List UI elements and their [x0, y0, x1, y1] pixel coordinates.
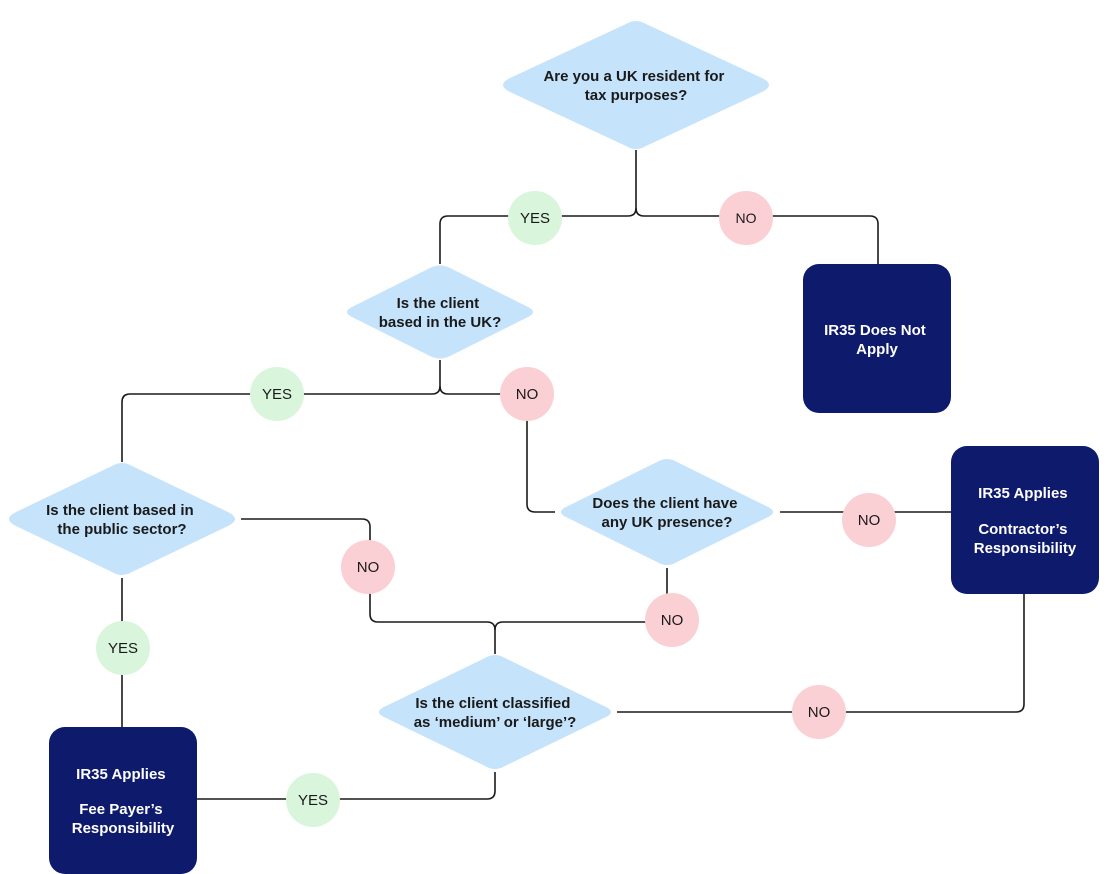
decision-public-sector-line-1: Is the client based in: [46, 502, 194, 519]
connector-public-no: [241, 518, 496, 654]
result-fee-payer-line-3: Fee Payer’s: [79, 801, 162, 818]
connector-contractor-to-size: [617, 594, 1025, 713]
result-contractor-box: [951, 446, 1099, 594]
badge-no-contractor-circle: [792, 685, 846, 739]
decision-uk-resident: Are you a UK resident for tax purposes?: [503, 21, 769, 149]
result-fee-payer: IR35 Applies Fee Payer’s Responsibility: [49, 727, 197, 874]
badge-no-public-sector: NO: [341, 540, 395, 594]
decision-client-uk-line-1: Is the client: [397, 295, 480, 312]
result-fee-payer-box: [49, 727, 197, 874]
decision-uk-presence-shape: [561, 459, 773, 565]
result-contractor-line-1: IR35 Applies: [978, 485, 1067, 502]
decision-uk-resident-line-1: Are you a UK resident for: [543, 68, 724, 85]
result-contractor: IR35 Applies Contractor’s Responsibility: [951, 446, 1099, 594]
badge-no-presence-down-text: NO: [661, 612, 684, 629]
decision-size: Is the client classified as ‘medium’ or …: [379, 655, 611, 769]
badge-yes-client-uk-text: YES: [262, 386, 292, 403]
result-does-not-apply-label: IR35 Does Not Apply: [824, 322, 930, 358]
decision-public-sector-line-2: the public sector?: [57, 521, 186, 538]
badge-no-presence-right: NO: [842, 493, 896, 547]
result-does-not-apply-line-2: Apply: [856, 341, 898, 358]
result-contractor-line-4: Responsibility: [974, 540, 1077, 557]
connector-presence-no-down: [494, 568, 668, 631]
result-contractor-label: IR35 Applies Contractor’s Responsibility: [974, 485, 1077, 557]
decision-public-sector-shape: [9, 463, 235, 575]
badge-no-client-uk-text: NO: [516, 386, 539, 403]
result-does-not-apply-box: [803, 264, 951, 413]
badge-yes-resident-text: YES: [520, 210, 550, 227]
decision-client-uk-line-2: based in the UK?: [379, 314, 502, 331]
decision-size-line-1: Is the client classified: [415, 695, 570, 712]
badge-no-presence-down-circle: [645, 593, 699, 647]
result-does-not-apply: IR35 Does Not Apply: [803, 264, 951, 413]
result-fee-payer-line-4: Responsibility: [72, 820, 175, 837]
connector-resident-no: [635, 207, 879, 264]
result-does-not-apply-line-1: IR35 Does Not: [824, 322, 926, 339]
badge-yes-size: YES: [286, 773, 340, 827]
badge-yes-client-uk: YES: [250, 367, 304, 421]
result-contractor-line-3: Contractor’s: [978, 521, 1067, 538]
badge-no-public-sector-circle: [341, 540, 395, 594]
badge-no-resident-text: NO: [736, 210, 757, 226]
badge-no-client-uk-circle: [500, 367, 554, 421]
result-fee-payer-label: IR35 Applies Fee Payer’s Responsibility: [72, 766, 175, 837]
result-fee-payer-line-1: IR35 Applies: [76, 766, 165, 783]
badge-yes-public-sector-circle: [96, 621, 150, 675]
badge-yes-client-uk-circle: [250, 367, 304, 421]
badge-no-resident-circle: [719, 191, 773, 245]
badge-no-presence-right-text: NO: [858, 512, 881, 529]
badge-yes-resident-circle: [508, 191, 562, 245]
decision-public-sector: Is the client based in the public sector…: [9, 463, 235, 575]
badge-yes-size-circle: [286, 773, 340, 827]
decision-client-uk: Is the client based in the UK?: [347, 265, 533, 359]
decision-uk-resident-line-2: tax purposes?: [585, 87, 688, 104]
badge-yes-public-sector: YES: [96, 621, 150, 675]
badge-yes-size-text: YES: [298, 792, 328, 809]
badges: YES NO YES NO NO NO NO YES: [96, 191, 896, 827]
decision-public-sector-label: Is the client based in the public sector…: [46, 502, 198, 538]
badge-no-contractor: NO: [792, 685, 846, 739]
badge-no-presence-down: NO: [645, 593, 699, 647]
decision-uk-presence-line-2: any UK presence?: [602, 514, 733, 531]
badge-no-client-uk: NO: [500, 367, 554, 421]
decision-uk-resident-shape: [503, 21, 769, 149]
badge-no-contractor-text: NO: [808, 704, 831, 721]
decision-uk-presence-line-1: Does the client have: [592, 495, 737, 512]
decision-client-uk-shape: [347, 265, 533, 359]
decision-client-uk-label: Is the client based in the UK?: [379, 295, 502, 331]
badge-no-presence-right-circle: [842, 493, 896, 547]
decision-size-shape: [379, 655, 611, 769]
decision-size-label: Is the client classified as ‘medium’ or …: [414, 695, 577, 731]
badge-no-resident: NO: [719, 191, 773, 245]
decision-size-line-2: as ‘medium’ or ‘large’?: [414, 714, 577, 731]
badge-yes-public-sector-text: YES: [108, 640, 138, 657]
badge-no-public-sector-text: NO: [357, 559, 380, 576]
decision-uk-presence-label: Does the client have any UK presence?: [592, 495, 741, 531]
decision-uk-resident-label: Are you a UK resident for tax purposes?: [543, 68, 728, 104]
decision-uk-presence: Does the client have any UK presence?: [561, 459, 773, 565]
badge-yes-resident: YES: [508, 191, 562, 245]
connector-size-yes: [196, 772, 496, 800]
